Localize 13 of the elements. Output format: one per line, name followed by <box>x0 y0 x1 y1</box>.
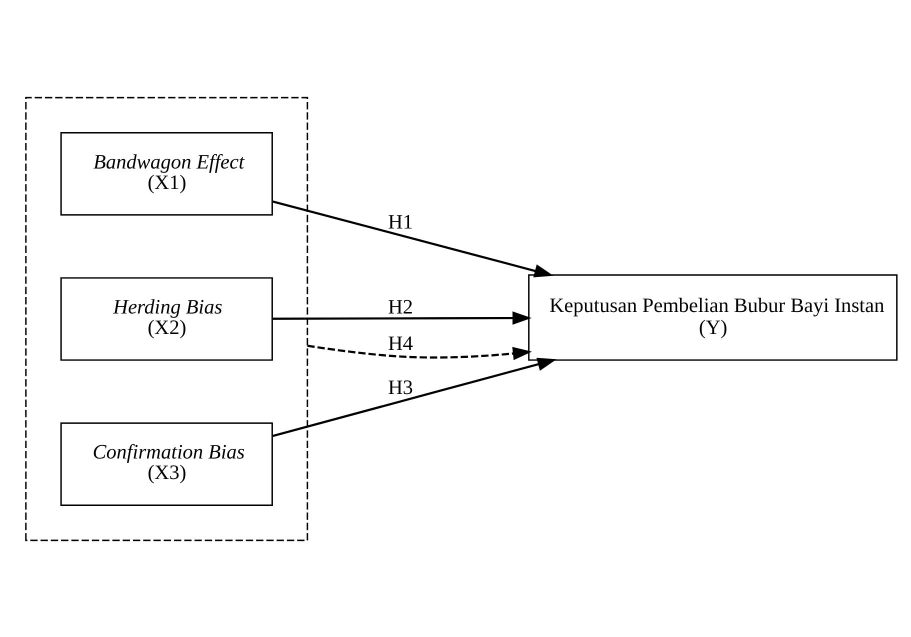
node-box: Herding Bias (X2) <box>60 276 273 360</box>
edge-label: H2 <box>388 296 414 318</box>
node-box: Bandwagon Effect (X1) <box>60 132 273 216</box>
edge-label: H4 <box>388 332 414 355</box>
arrow <box>272 200 554 277</box>
cluster <box>25 96 308 541</box>
arrow <box>272 310 532 324</box>
edge-label: H1 <box>388 210 414 233</box>
arrow <box>272 357 557 436</box>
node-box: Keputusan Pembelian Bubur Bayi Instan (Y) <box>528 274 898 360</box>
edge-label: H3 <box>388 376 414 399</box>
node-box: Confirmation Bias (X3) <box>60 422 273 506</box>
arrow <box>307 344 532 360</box>
